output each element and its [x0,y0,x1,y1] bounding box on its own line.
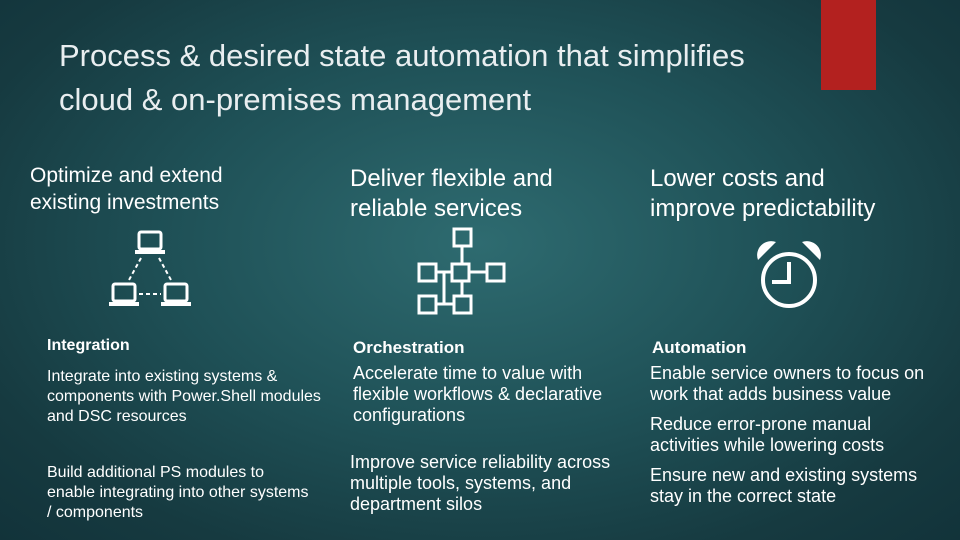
column-paragraph: Integrate into existing systems & compon… [47,368,321,425]
column-subheading: Automation [652,338,747,357]
column-paragraph: Build additional PS modules to enable in… [47,464,309,521]
heading-line-2: reliable services [350,195,523,222]
accent-bar [821,0,876,90]
heading-line-1: Deliver flexible and [350,165,553,192]
column-paragraph: Ensure new and existing systems stay in … [650,465,918,506]
title-line-2: cloud & on-premises management [59,82,532,117]
column-heading: Deliver flexible and reliable services [350,164,553,224]
heading-line-2: improve predictability [650,195,876,222]
column-heading: Lower costs and improve predictability [650,164,875,224]
column-paragraph: Accelerate time to value with flexible w… [353,363,603,425]
heading-line-1: Optimize and extend [30,164,223,187]
column-paragraph: Enable service owners to focus on work t… [650,363,925,404]
column-heading: Optimize and extend existing investments [30,162,223,216]
column-paragraph: Reduce error-prone manual activities whi… [650,414,885,455]
slide-title: Process & desired state automation that … [59,34,879,122]
column-paragraph: Improve service reliability across multi… [350,452,611,514]
alarm-clock-icon [757,241,821,308]
heading-line-1: Lower costs and [650,165,825,192]
column-subheading: Integration [47,337,130,354]
title-line-1: Process & desired state automation that … [59,38,745,73]
workflow-icon [417,227,506,315]
heading-line-2: existing investments [30,191,220,214]
column-subheading: Orchestration [353,338,465,357]
network-computers-icon [109,230,191,306]
